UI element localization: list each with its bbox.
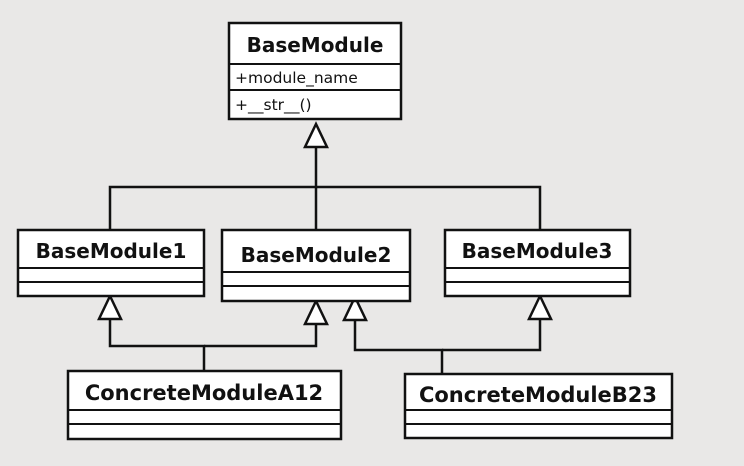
class-base-module-2: BaseModule2 (220, 228, 412, 303)
class-title: BaseModule3 (462, 239, 613, 263)
class-title: BaseModule2 (241, 243, 392, 267)
class-base-module: BaseModule +module_name +__str__() (227, 21, 403, 121)
edge-cmb23-to-bm2 (353, 320, 444, 374)
class-title: ConcreteModuleA12 (85, 381, 323, 405)
edge-cma12-to-bm1 (108, 319, 206, 371)
edge-cmb23-to-bm3 (442, 319, 542, 352)
inheritance-arrowheads (97, 121, 553, 326)
edge-bm1-to-base (108, 185, 316, 230)
class-title: BaseModule1 (36, 239, 187, 263)
edge-bm3-to-base (316, 185, 542, 230)
class-concrete-module-a12: ConcreteModuleA12 (66, 369, 343, 441)
class-title: BaseModule (247, 33, 384, 57)
arrowhead-bm2-left (303, 298, 329, 326)
attribute-module-name: +module_name (235, 69, 358, 88)
inheritance-edges (108, 147, 542, 374)
class-base-module-3: BaseModule3 (443, 228, 632, 298)
edge-cma12-to-bm2 (204, 324, 318, 348)
arrowhead-bm2-right (342, 294, 368, 322)
arrowhead-bm3 (527, 293, 553, 321)
arrowhead-base (303, 121, 329, 149)
class-base-module-1: BaseModule1 (16, 228, 206, 298)
class-title: ConcreteModuleB23 (419, 383, 657, 407)
method-str: +__str__() (235, 96, 312, 115)
arrowhead-bm1 (97, 293, 123, 321)
class-concrete-module-b23: ConcreteModuleB23 (403, 372, 674, 440)
